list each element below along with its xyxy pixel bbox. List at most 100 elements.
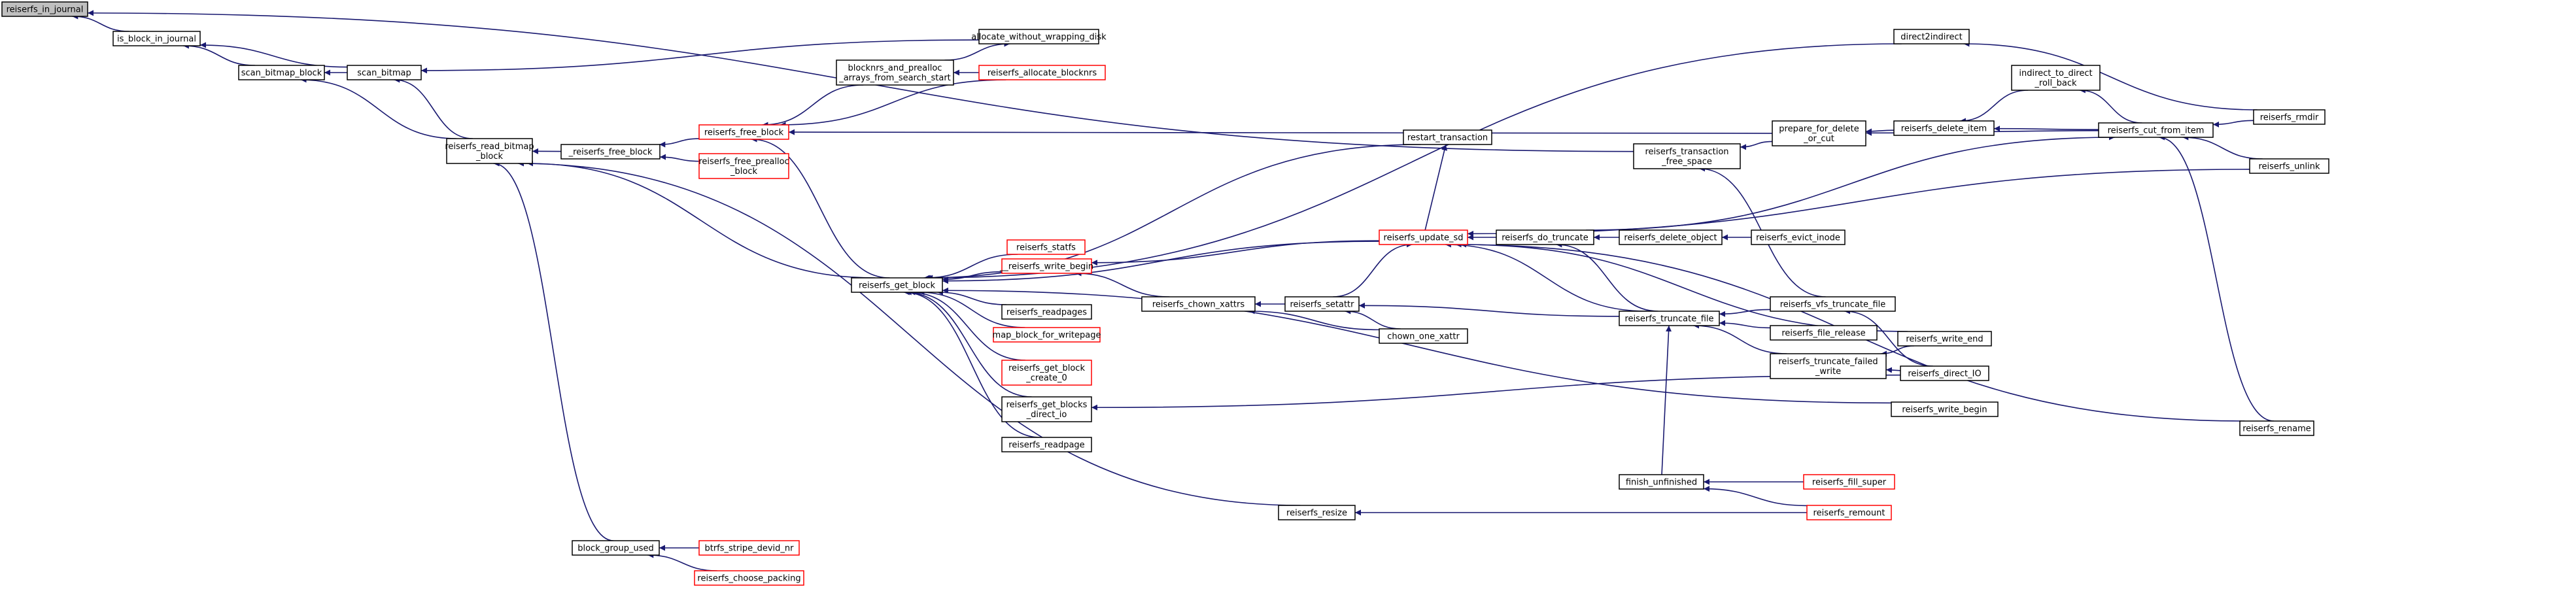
node-direct-io[interactable]: reiserfs_direct_IO bbox=[1900, 365, 1989, 381]
call-edge-unlink-to-update_sd bbox=[1467, 169, 2250, 237]
node-block-group[interactable]: block_group_used bbox=[572, 540, 660, 556]
node-box bbox=[1633, 143, 1741, 169]
node-update-sd[interactable]: reiserfs_update_sd bbox=[1379, 229, 1468, 245]
node-read-bitmap[interactable]: reiserfs_read_bitmap_block bbox=[445, 138, 534, 164]
node-box bbox=[694, 570, 804, 586]
node-box bbox=[1770, 296, 1896, 312]
call-edge-blocknrs_prealloc-to-alloc_wrapping bbox=[944, 41, 1010, 61]
node-free-prealloc[interactable]: reiserfs_free_prealloc_block bbox=[698, 153, 789, 179]
node-rename[interactable]: reiserfs_rename bbox=[2239, 420, 2314, 436]
node-chown-one[interactable]: chown_one_xattr bbox=[1379, 328, 1468, 344]
node-vfs-truncate[interactable]: reiserfs_vfs_truncate_file bbox=[1770, 296, 1896, 312]
node-get-block-create[interactable]: reiserfs_get_block_create_0 bbox=[1001, 360, 1092, 386]
node-box bbox=[978, 29, 1099, 44]
node-readpages[interactable]: reiserfs_readpages bbox=[1001, 304, 1092, 320]
node-direct2indirect[interactable]: direct2indirect bbox=[1893, 29, 1970, 44]
call-edge-alloc_blocknrs-to-free_block bbox=[780, 79, 1006, 128]
node-box bbox=[851, 277, 943, 293]
node-label: reiserfs_chown_xattrs bbox=[1152, 300, 1245, 310]
node-box bbox=[560, 144, 661, 160]
node-truncate-failed[interactable]: reiserfs_truncate_failed_write bbox=[1770, 353, 1887, 379]
node-evict-inode[interactable]: reiserfs_evict_inode bbox=[1751, 229, 1846, 245]
node-statfs[interactable]: reiserfs_statfs bbox=[1006, 239, 1086, 255]
node-label: reiserfs_write_begin bbox=[1902, 405, 1987, 415]
node-label: reiserfs_do_truncate bbox=[1502, 233, 1588, 243]
node-label: reiserfs_free_prealloc bbox=[698, 157, 789, 167]
call-edge-free_block-to-_free_block bbox=[659, 138, 700, 148]
call-edge-read_bitmap-to-scan_bitmap_block bbox=[300, 76, 457, 139]
node-label: reiserfs_readpage bbox=[1008, 441, 1084, 450]
node-label: reiserfs_resize bbox=[1286, 509, 1347, 518]
node-prepare-delete[interactable]: prepare_for_delete_or_cut bbox=[1772, 120, 1866, 146]
node-box bbox=[238, 65, 325, 80]
node-unlink[interactable]: reiserfs_unlink bbox=[2249, 158, 2329, 174]
node-delete-object[interactable]: reiserfs_delete_object bbox=[1619, 229, 1723, 245]
node-file-release[interactable]: reiserfs_file_release bbox=[1770, 325, 1878, 341]
node-write-begin[interactable]: reiserfs_write_begin bbox=[1891, 401, 1999, 417]
node-alloc-wrapping[interactable]: allocate_without_wrapping_disk bbox=[971, 29, 1107, 44]
node-rmdir[interactable]: reiserfs_rmdir bbox=[2253, 109, 2326, 125]
node-indirect-to-direct[interactable]: indirect_to_direct_roll_back bbox=[2011, 65, 2101, 91]
node-label: reiserfs_read_bitmap bbox=[445, 142, 534, 152]
node-label: scan_bitmap bbox=[357, 69, 411, 78]
node-blocknrs-prealloc[interactable]: blocknrs_and_prealloc_arrays_from_search… bbox=[836, 59, 954, 86]
call-edge-remount-to-finish_unfinished bbox=[1703, 486, 1808, 507]
node-label: _arrays_from_search_start bbox=[838, 73, 951, 83]
node-box bbox=[1806, 505, 1892, 520]
node-do-truncate[interactable]: reiserfs_do_truncate bbox=[1496, 229, 1594, 245]
node-label: prepare_for_delete bbox=[1779, 124, 1859, 134]
node-get-blocks-dio[interactable]: reiserfs_get_blocks_direct_io bbox=[1001, 396, 1092, 422]
node-box bbox=[978, 65, 1106, 80]
call-edge-is_block-to-in_journal bbox=[72, 13, 129, 32]
node-scan-bitmap[interactable]: scan_bitmap bbox=[347, 65, 422, 80]
node-label: __reiserfs_write_begin bbox=[999, 262, 1093, 272]
node-truncate-file[interactable]: reiserfs_truncate_file bbox=[1619, 311, 1720, 326]
node-label: reiserfs_truncate_file bbox=[1624, 314, 1713, 324]
node-resize[interactable]: reiserfs_resize bbox=[1278, 505, 1356, 520]
node-label: reiserfs_fill_super bbox=[1812, 478, 1887, 488]
node-label: block_group_used bbox=[577, 544, 654, 554]
node-box bbox=[1001, 304, 1092, 320]
node-setattr[interactable]: reiserfs_setattr bbox=[1284, 296, 1360, 312]
node-trans-free-space[interactable]: reiserfs_transaction_free_space bbox=[1633, 143, 1741, 169]
call-edge-cut_from_item-to-indirect_to_direct bbox=[2079, 87, 2142, 124]
node-box bbox=[1379, 229, 1468, 245]
node-choose-packing[interactable]: reiserfs_choose_packing bbox=[694, 570, 804, 586]
call-edge-prepare_delete-to-trans_free_space bbox=[1740, 141, 1773, 150]
node-label: map_block_for_writepage bbox=[993, 331, 1101, 341]
node-chown-xattrs[interactable]: reiserfs_chown_xattrs bbox=[1141, 296, 1256, 312]
node-get-block[interactable]: reiserfs_get_block bbox=[851, 277, 943, 293]
node-label: _roll_back bbox=[2034, 78, 2077, 88]
node-write-end[interactable]: reiserfs_write_end bbox=[1897, 331, 1992, 347]
node-cut-from-item[interactable]: reiserfs_cut_from_item bbox=[2098, 122, 2214, 138]
call-edge-setattr-to-update_sd bbox=[1333, 241, 1413, 297]
node-delete-item[interactable]: reiserfs_delete_item bbox=[1893, 120, 1995, 136]
node-label: direct2indirect bbox=[1900, 33, 1962, 42]
node-alloc-blocknrs[interactable]: reiserfs_allocate_blocknrs bbox=[978, 65, 1106, 80]
node-btrfs-stripe[interactable]: btrfs_stripe_devid_nr bbox=[698, 540, 800, 556]
node-label: _free_space bbox=[1661, 157, 1712, 167]
node-box bbox=[1619, 311, 1720, 326]
node-box bbox=[1278, 505, 1356, 520]
node-finish-unfinished[interactable]: finish_unfinished bbox=[1619, 474, 1704, 490]
node-box bbox=[1751, 229, 1846, 245]
node-box bbox=[698, 540, 800, 556]
node-map-block[interactable]: map_block_for_writepage bbox=[993, 327, 1101, 343]
node-readpage[interactable]: reiserfs_readpage bbox=[1001, 437, 1092, 452]
node-free-block[interactable]: reiserfs_free_block bbox=[698, 124, 789, 140]
call-edge-direct_io-to-get_blocks_dio bbox=[1091, 374, 1901, 411]
node-fill-super[interactable]: reiserfs_fill_super bbox=[1803, 474, 1895, 490]
node-box bbox=[1001, 396, 1092, 422]
node-label: _block bbox=[730, 167, 757, 177]
node-is-block[interactable]: is_block_in_journal bbox=[112, 31, 201, 46]
node-label: reiserfs_delete_object bbox=[1624, 233, 1717, 243]
node-scan-bitmap-block[interactable]: scan_bitmap_block bbox=[238, 65, 325, 80]
node-box bbox=[1141, 296, 1256, 312]
node--free-block[interactable]: _reiserfs_free_block bbox=[560, 144, 661, 160]
node-remount[interactable]: reiserfs_remount bbox=[1806, 505, 1892, 520]
node-write-begin-[interactable]: __reiserfs_write_begin bbox=[999, 258, 1093, 274]
node-box bbox=[1893, 120, 1995, 136]
node-restart-trans[interactable]: restart_transaction bbox=[1403, 129, 1492, 145]
node-in-journal[interactable]: reiserfs_in_journal bbox=[1, 1, 88, 17]
